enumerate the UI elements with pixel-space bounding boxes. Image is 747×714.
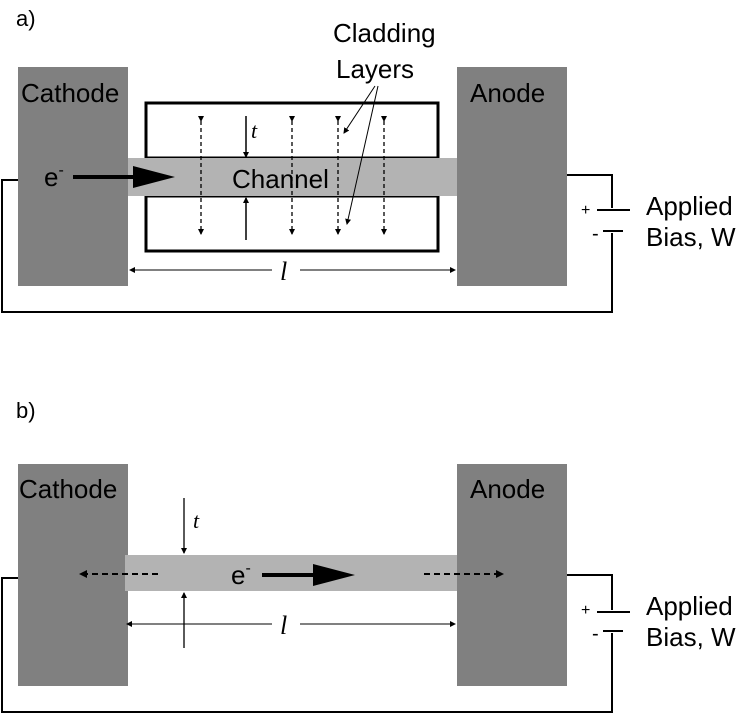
panel-a-label: a) bbox=[16, 6, 36, 31]
panel-a-thickness-label: t bbox=[251, 118, 258, 143]
panel-b-thickness-label: t bbox=[193, 508, 200, 533]
panel-b-label: b) bbox=[16, 398, 36, 423]
panel-a-lower-cladding bbox=[144, 194, 440, 253]
panel-b-circuit-wire bbox=[1, 577, 613, 713]
panel-b-cathode bbox=[18, 464, 128, 686]
panel-b-anode-wire bbox=[567, 574, 613, 610]
panel-b-plus-sign: + bbox=[581, 602, 590, 619]
panel-b-minus-sign: - bbox=[592, 623, 599, 645]
panel-a-circuit-wire bbox=[1, 179, 613, 313]
panel-a-cladding-label-2: Layers bbox=[336, 54, 414, 84]
panel-a-dashed-arrows bbox=[198, 116, 387, 235]
panel-a-cathode-label: Cathode bbox=[21, 78, 119, 108]
panel-b-bias-label-2: Bias, W bbox=[646, 622, 736, 652]
panel-a-channel-label: Channel bbox=[232, 164, 329, 194]
panel-b-cathode-label: Cathode bbox=[19, 474, 117, 504]
panel-a-electron-label: e- bbox=[44, 162, 64, 192]
panel-a-minus-sign: - bbox=[592, 223, 599, 245]
panel-a-cladding-pointer-1 bbox=[343, 85, 376, 134]
panel-a-bias-label-1: Applied bbox=[646, 191, 733, 221]
panel-b: b) + - Applied Bias, W Cathode Anode e- … bbox=[1, 398, 736, 713]
panel-a-length-label: l bbox=[280, 257, 287, 286]
panel-a-anode bbox=[457, 67, 567, 286]
panel-a-plus-sign: + bbox=[581, 202, 590, 219]
panel-a: a) + - Applied Bias, W Cathode Anode Cha… bbox=[1, 6, 736, 313]
panel-a-anode-label: Anode bbox=[470, 78, 545, 108]
panel-b-electron-arrowhead bbox=[313, 564, 355, 586]
panel-a-bias-label-2: Bias, W bbox=[646, 222, 736, 252]
panel-a-cladding-pointer-2 bbox=[345, 85, 379, 225]
panel-b-anode-label: Anode bbox=[470, 474, 545, 504]
panel-a-anode-wire bbox=[567, 174, 613, 208]
panel-a-electron-arrowhead bbox=[133, 166, 175, 188]
panel-a-cladding-label-1: Cladding bbox=[333, 18, 436, 48]
panel-b-length-label: l bbox=[280, 611, 287, 640]
panel-b-electron-label: e- bbox=[231, 560, 251, 590]
panel-b-bias-label-1: Applied bbox=[646, 591, 733, 621]
